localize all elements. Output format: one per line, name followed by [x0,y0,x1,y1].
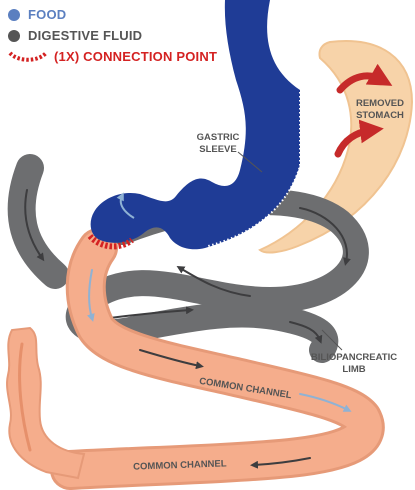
removed-stomach-arrow-icon [334,119,384,158]
connection-point-icon [8,50,48,62]
common-channel-label-lower: COMMON CHANNEL [133,458,227,472]
common-channel [50,228,385,490]
removed-stomach-label: REMOVED [356,98,404,109]
legend-label-food: FOOD [28,7,67,22]
connection-point-marker [87,233,134,250]
gastric-sleeve-label: SLEEVE [199,144,237,155]
legend-item-digestive-fluid: DIGESTIVE FLUID [8,25,217,46]
gastric-sleeve [90,0,301,250]
biliopancreatic-label: BILIOPANCREATIC [311,352,397,363]
food-dot-icon [8,8,20,21]
food-direction-arrow-icon [116,192,135,219]
gastric-sleeve-leader [237,151,263,173]
legend-label-digestive-fluid: DIGESTIVE FLUID [28,28,143,43]
colon [6,326,86,480]
legend-item-connection-point: (1X) CONNECTION POINT [8,46,217,67]
biliopancreatic-label: LIMB [342,364,365,375]
removed-stomach-label: STOMACH [356,110,404,121]
removed-stomach-arrow-icon [336,63,393,94]
biliopancreatic-leader [321,329,343,351]
legend: FOOD DIGESTIVE FLUID (1X) CONNECTION POI… [8,4,217,67]
digestive-fluid-dot-icon [8,29,20,42]
gastric-sleeve-label: GASTRIC [197,132,240,143]
legend-item-food: FOOD [8,4,217,25]
legend-label-connection-point: (1X) CONNECTION POINT [54,49,218,64]
removed-stomach: REMOVED STOMACH [258,40,414,254]
biliopancreatic-limb [7,154,369,363]
